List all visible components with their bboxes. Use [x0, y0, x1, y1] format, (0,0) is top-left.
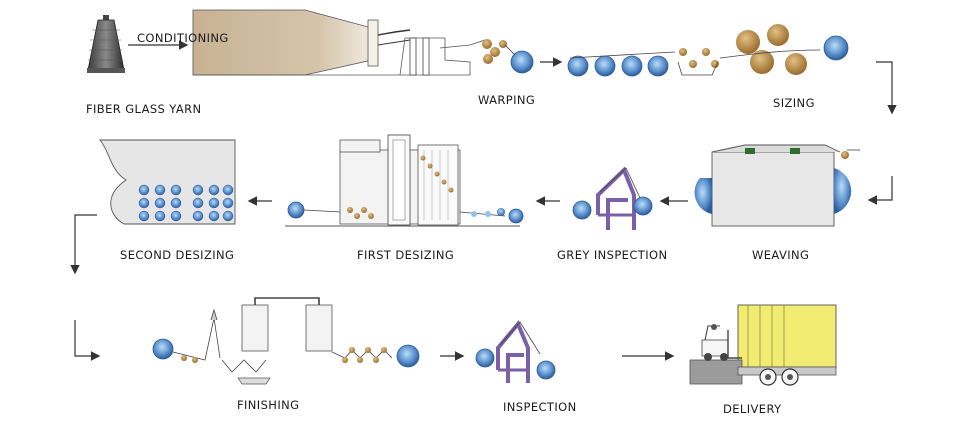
label-weaving: WEAVING [752, 248, 810, 262]
label-finishing: FINISHING [237, 398, 300, 412]
second-desizing-tank [99, 139, 236, 225]
label-first-desizing: FIRST DESIZING [357, 248, 455, 262]
label-grey-inspection: GREY INSPECTION [557, 248, 668, 262]
label-conditioning: CONDITIONING [137, 31, 229, 45]
label-sizing: SIZING [773, 96, 815, 110]
first-desizing-machine [285, 134, 524, 227]
arrow-second-desizing-down [70, 214, 97, 275]
arrow-into-weaving [867, 176, 893, 205]
finishing-machine [152, 297, 420, 385]
warping-machine [193, 37, 534, 76]
conditioning-kiln [192, 9, 411, 76]
label-delivery: DELIVERY [723, 402, 782, 416]
label-fiber-glass-yarn: FIBER GLASS YARN [86, 102, 202, 116]
weaving-loom [694, 144, 860, 227]
label-second-desizing: SECOND DESIZING [120, 248, 235, 262]
arrow-into-finishing [74, 320, 101, 361]
sizing-machine [567, 24, 849, 77]
delivery-truck-icon [689, 304, 837, 386]
forklift-icon [701, 324, 742, 361]
arrow-sizing-to-weaving [876, 61, 897, 115]
yarn-bobbin-icon [87, 15, 125, 73]
label-inspection: INSPECTION [503, 400, 577, 414]
inspection-frame [475, 320, 556, 383]
grey-inspection-frame [572, 166, 653, 230]
label-warping: WARPING [478, 93, 536, 107]
